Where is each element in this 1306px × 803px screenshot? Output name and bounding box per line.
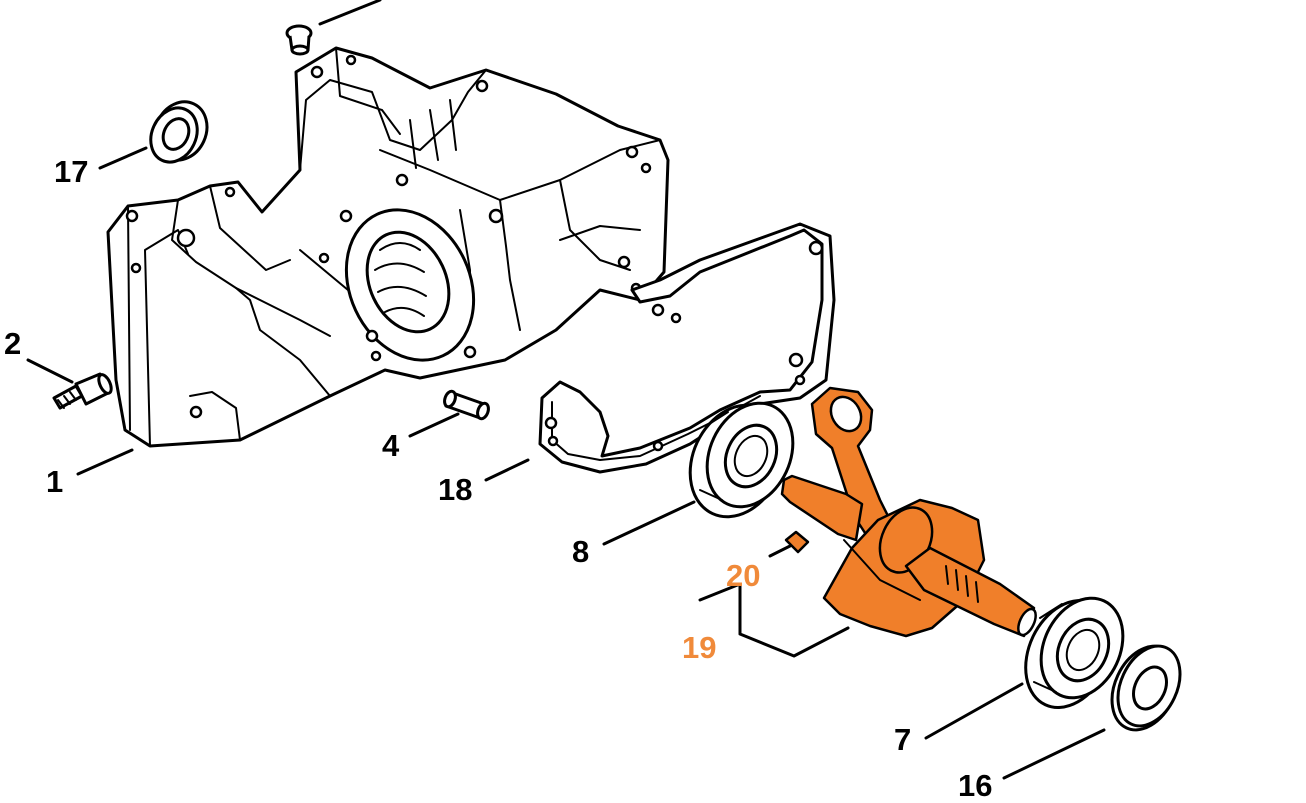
callout-20: 20 bbox=[726, 558, 761, 593]
callout-16: 16 bbox=[958, 768, 993, 803]
callout-7: 7 bbox=[894, 722, 912, 757]
callout-2: 2 bbox=[4, 326, 22, 361]
grommet[interactable] bbox=[285, 24, 313, 56]
washer[interactable] bbox=[1099, 635, 1192, 740]
crankcase-housing[interactable] bbox=[106, 46, 670, 448]
ball-bearing-left[interactable] bbox=[673, 389, 809, 532]
dowel-pin[interactable] bbox=[443, 389, 491, 421]
callout-8: 8 bbox=[572, 534, 590, 569]
callout-19: 19 bbox=[682, 630, 717, 665]
bolt-stud[interactable] bbox=[52, 372, 114, 410]
callout-18: 18 bbox=[438, 472, 473, 507]
callout-1: 1 bbox=[46, 464, 64, 499]
oil-seal[interactable] bbox=[142, 93, 216, 169]
crankshaft[interactable] bbox=[780, 386, 1039, 638]
leader-lines bbox=[26, 0, 1106, 780]
gasket[interactable] bbox=[538, 222, 836, 474]
callout-4: 4 bbox=[382, 428, 400, 463]
ball-bearing-right[interactable] bbox=[1009, 585, 1138, 722]
callout-17: 17 bbox=[54, 154, 89, 189]
woodruff-key[interactable] bbox=[784, 530, 810, 554]
